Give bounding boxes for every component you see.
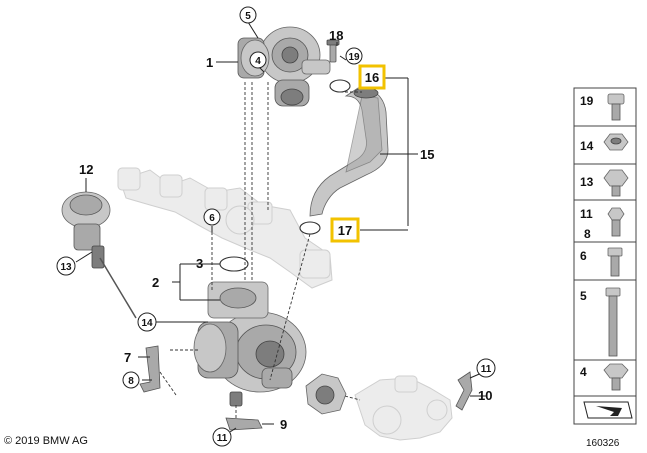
svg-text:4: 4 [255, 56, 261, 67]
circled-callout-13: 13 [56, 256, 76, 276]
circled-callout-6: 6 [203, 208, 221, 226]
svg-text:8: 8 [128, 376, 134, 387]
highlight-box-17 [330, 217, 360, 243]
callout-1: 1 [206, 55, 213, 70]
diagram-reference-number: 160326 [586, 438, 620, 449]
circled-callout-11-bottom: 11 [212, 427, 232, 447]
svg-text:14: 14 [141, 318, 153, 329]
flange-bolt-icon [607, 207, 625, 237]
svg-text:11: 11 [481, 364, 492, 375]
seal-ring-17 [299, 221, 321, 235]
circled-callout-19: 19 [345, 47, 363, 65]
svg-text:17: 17 [338, 223, 352, 238]
upper-bolts [326, 39, 340, 63]
svg-text:5: 5 [245, 11, 251, 22]
callout-18: 18 [329, 28, 343, 43]
outlet-flange [305, 373, 347, 415]
circled-callout-8: 8 [122, 371, 140, 389]
callout-15: 15 [420, 147, 434, 162]
svg-text:16: 16 [365, 70, 379, 85]
leader-lines [75, 21, 486, 433]
callout-2: 2 [152, 275, 159, 290]
hex-nut-icon [603, 133, 629, 151]
circled-callout-5: 5 [239, 6, 257, 24]
panel-label-14: 14 [580, 139, 594, 153]
highlighted-callout-17: 17 [330, 217, 360, 243]
socket-screw-icon [607, 93, 625, 121]
callout-9: 9 [280, 417, 287, 432]
callout-12: 12 [79, 162, 93, 177]
brackets [139, 345, 473, 431]
copyright-text: © 2019 BMW AG [4, 435, 88, 447]
wastegate-actuator [61, 191, 137, 319]
exhaust-manifold-ghost [117, 167, 333, 289]
panel-label-11: 11 [580, 207, 593, 221]
callout-10: 10 [478, 388, 492, 403]
seal-ring-3 [219, 256, 249, 272]
panel-label-4: 4 [580, 365, 587, 379]
highlighted-callout-16: 16 [358, 64, 386, 90]
exhaust-pipe-ghost [354, 375, 453, 441]
fastener-panel: 19 14 13 11 8 6 5 [573, 87, 637, 425]
panel-label-19: 19 [580, 94, 594, 108]
circled-callout-4: 4 [249, 51, 267, 69]
seal-ring-16 [329, 79, 351, 93]
stud-bolt-icon [607, 247, 623, 277]
panel-label-5: 5 [580, 289, 587, 303]
hex-bolt-icon [603, 169, 629, 197]
svg-text:13: 13 [60, 262, 72, 273]
panel-label-13: 13 [580, 175, 594, 189]
highlight-box-16 [358, 64, 386, 90]
circled-callout-11-right: 11 [476, 358, 496, 378]
svg-text:11: 11 [217, 433, 228, 444]
circled-callout-14: 14 [137, 312, 157, 332]
svg-text:19: 19 [348, 52, 360, 63]
long-stud-icon [605, 287, 621, 357]
svg-text:6: 6 [209, 213, 215, 224]
panel-label-6: 6 [580, 249, 587, 263]
charge-air-pipe [309, 87, 389, 217]
lower-turbocharger [193, 281, 307, 407]
short-bolt-icon [603, 363, 629, 391]
callout-7: 7 [124, 350, 131, 365]
alignment-lines [159, 82, 362, 420]
direction-arrow-icon [583, 401, 633, 419]
callout-3: 3 [196, 256, 203, 271]
panel-label-8: 8 [584, 227, 591, 241]
